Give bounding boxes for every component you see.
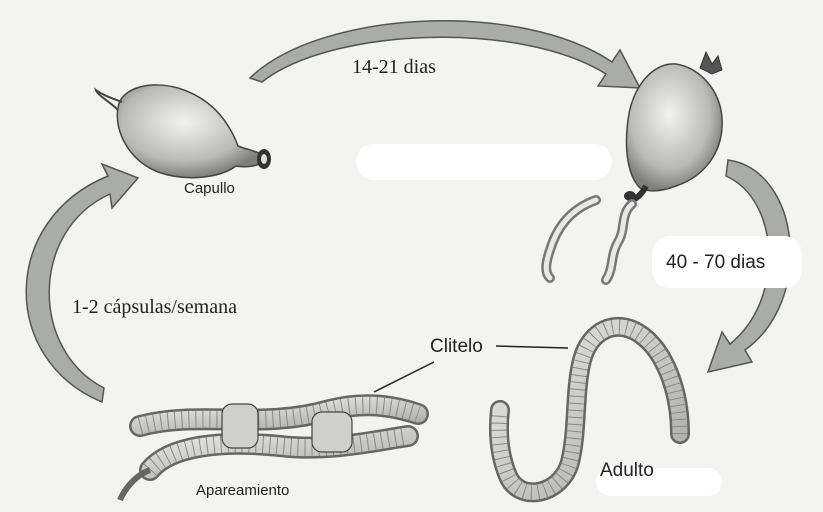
adult-label: Adulto [600, 460, 654, 482]
blank-patch-top [356, 144, 612, 180]
clitellum-pointer-mating [374, 362, 434, 392]
arrow-left [26, 164, 138, 402]
mating-label: Apareamiento [196, 482, 289, 499]
cocoon-illustration [96, 85, 271, 178]
clitellum-label: Clitelo [430, 336, 483, 358]
hatching-cocoon-illustration [624, 52, 722, 201]
clitellum-pointer-adult [496, 346, 568, 348]
arrow-top [250, 21, 640, 88]
duration-label-right: 40 - 70 dias [666, 252, 765, 274]
cocoon-label: Capullo [184, 180, 235, 197]
duration-label-top: 14-21 dias [352, 56, 436, 79]
laying-rate-label: 1-2 cápsulas/semana [72, 296, 237, 319]
